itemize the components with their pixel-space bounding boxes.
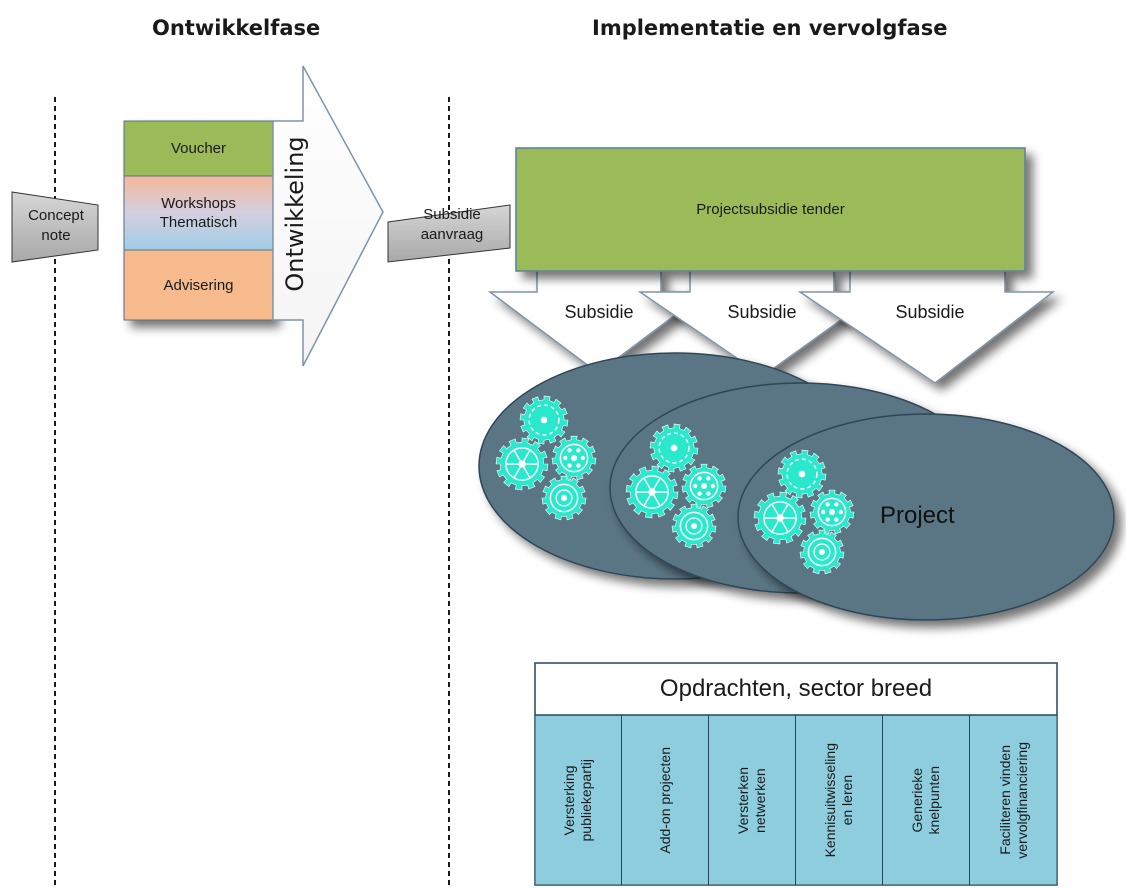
assignment-cell: Faciliteren vinden vervolgfinanciering — [970, 715, 1057, 885]
assignment-cell: Generieke knelpunten — [883, 715, 970, 885]
assignments-body-bg — [534, 714, 1058, 886]
gear-clusters — [495, 395, 855, 575]
gear-icon — [809, 489, 855, 535]
development-arrow-label: Ontwikkeling — [281, 136, 309, 291]
assignments-title: Opdrachten, sector breed — [659, 675, 933, 702]
gear-icon — [799, 529, 845, 575]
gear-icon — [753, 491, 807, 545]
implementation-phase-heading: Implementatie en vervolgfase — [592, 16, 948, 40]
assignment-cell-label: Faciliteren vinden vervolgfinanciering — [996, 741, 1030, 859]
voucher-label: Voucher — [170, 140, 227, 157]
project-tender-bar — [515, 147, 1026, 272]
voucher-box — [123, 120, 274, 177]
assignment-cell-label: Add-on projecten — [656, 746, 673, 854]
assignment-cell: Kennisuitwisseling en leren — [796, 715, 883, 885]
subsidy-arrow-label-3: Subsidie — [895, 302, 965, 322]
assignment-cell-label: Versterking publiekepartij — [561, 758, 594, 842]
gear-icon — [495, 437, 549, 491]
concept-note-label: Concept note — [28, 207, 84, 244]
subsidy-request-tag — [387, 204, 511, 263]
development-phase-heading: Ontwikkelfase — [152, 16, 321, 40]
development-arrow — [272, 65, 384, 367]
tender-label: Projectsubsidie tender — [696, 201, 845, 218]
subsidy-arrow-label-2: Subsidie — [727, 302, 797, 322]
advisering-label: Advisering — [163, 276, 234, 294]
gear-icon — [519, 395, 569, 445]
gear-icon — [777, 449, 827, 499]
assignment-cell-label: Generieke knelpunten — [909, 765, 942, 835]
project-ellipse-3 — [737, 413, 1115, 621]
assignment-cell-label: Kennisuitwisseling en leren — [822, 742, 855, 858]
subsidy-arrow-3 — [797, 269, 1056, 384]
gear-icon — [681, 463, 727, 509]
gear-icon — [541, 475, 587, 521]
workshops-label: Workshops Thematisch — [159, 195, 238, 231]
advisering-box — [123, 249, 274, 321]
concept-note-tag — [11, 191, 99, 263]
gear-icon — [625, 465, 679, 519]
gear-icon — [649, 423, 699, 473]
subsidy-arrow-label-1: Subsidie — [564, 302, 634, 322]
assignment-cell: Versterken netwerken — [709, 715, 796, 885]
workshops-box — [123, 175, 274, 251]
subsidy-request-label: Subsidie aanvraag — [420, 206, 484, 243]
project-label: Project — [880, 502, 955, 529]
assignment-cell-label: Versterken netwerken — [735, 766, 768, 834]
gear-icon — [551, 435, 597, 481]
assignment-cell: Versterking publiekepartij — [535, 715, 622, 885]
gear-icon — [671, 503, 717, 549]
assignment-cell: Add-on projecten — [622, 715, 709, 885]
